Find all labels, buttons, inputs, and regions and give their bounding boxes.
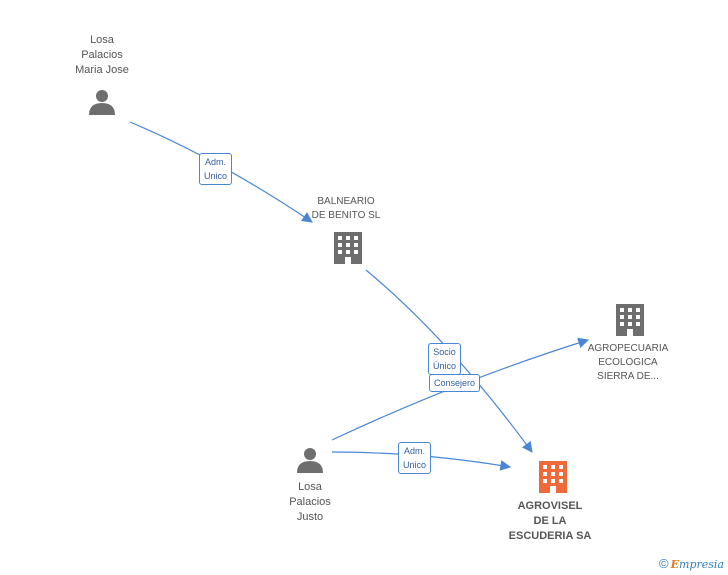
brand-footer: ©Empresia	[659, 556, 724, 571]
copyright-icon: ©	[659, 556, 669, 571]
node-label-agrovisel[interactable]: AGROVISEL DE LA ESCUDERIA SA	[508, 500, 592, 542]
edge-label-adm-unico[interactable]: Adm. Unico	[199, 153, 233, 185]
edge-label-socio-unico[interactable]: Socio Único	[428, 343, 462, 375]
edge-label-consejero[interactable]: Consejero	[429, 374, 481, 392]
node-label-balneario[interactable]: BALNEARIO DE BENITO SL	[311, 196, 381, 221]
building-icon	[539, 461, 567, 493]
person-icon	[89, 90, 115, 115]
edge-label-adm-unico[interactable]: Adm. Unico	[398, 442, 432, 474]
node-label-maria[interactable]: Losa Palacios Maria Jose	[75, 34, 129, 76]
building-icon	[616, 304, 644, 336]
node-label-justo[interactable]: Losa Palacios Justo	[289, 481, 331, 523]
building-icon	[334, 232, 362, 264]
node-label-agropecuaria[interactable]: AGROPECUARIA ECOLOGICA SIERRA DE...	[587, 343, 669, 382]
brand-logo: Empresia	[670, 558, 724, 571]
person-icon	[297, 448, 323, 473]
